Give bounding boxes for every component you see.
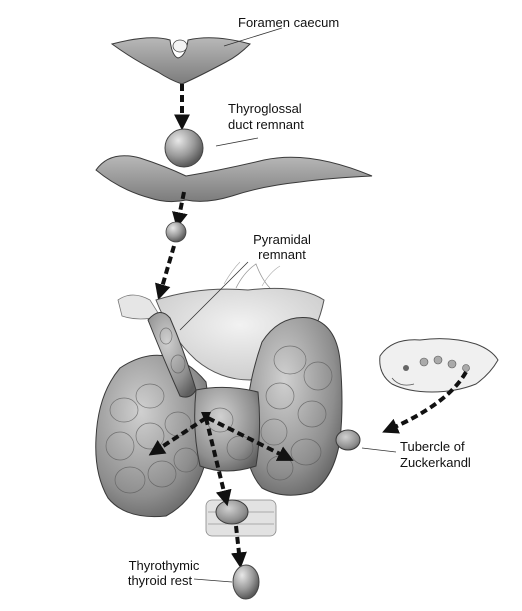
thyrothymic-rest-shape [233,565,259,599]
label-pyramidal-line2: remnant [258,247,306,262]
embryo-shape [380,339,498,392]
tubercle-leader-line [362,448,396,452]
thyrothymic-leader-line [194,579,232,582]
tubercle-bump [336,430,360,450]
label-tubercle-line2: Zuckerkandl [400,455,471,470]
label-tubercle-line1: Tubercle of [400,439,465,454]
label-thyroglossal-line2: duct remnant [228,117,304,132]
hyoid-region-shape [96,156,372,202]
thyroglossal-leader-line [216,138,258,146]
label-thyrothymic-line2: thyroid rest [128,573,193,588]
descent-arrow-3 [160,246,174,294]
label-thyroglossal-line1: Thyroglossal [228,101,302,116]
small-remnant-sphere [166,222,186,242]
label-pyramidal-line1: Pyramidal [253,232,311,247]
thyroglossal-cyst-sphere [165,129,203,167]
foramen-leader-line [224,28,282,46]
label-thyrothymic-line1: Thyrothymic [129,558,200,573]
label-foramen-caecum: Foramen caecum [238,15,339,30]
